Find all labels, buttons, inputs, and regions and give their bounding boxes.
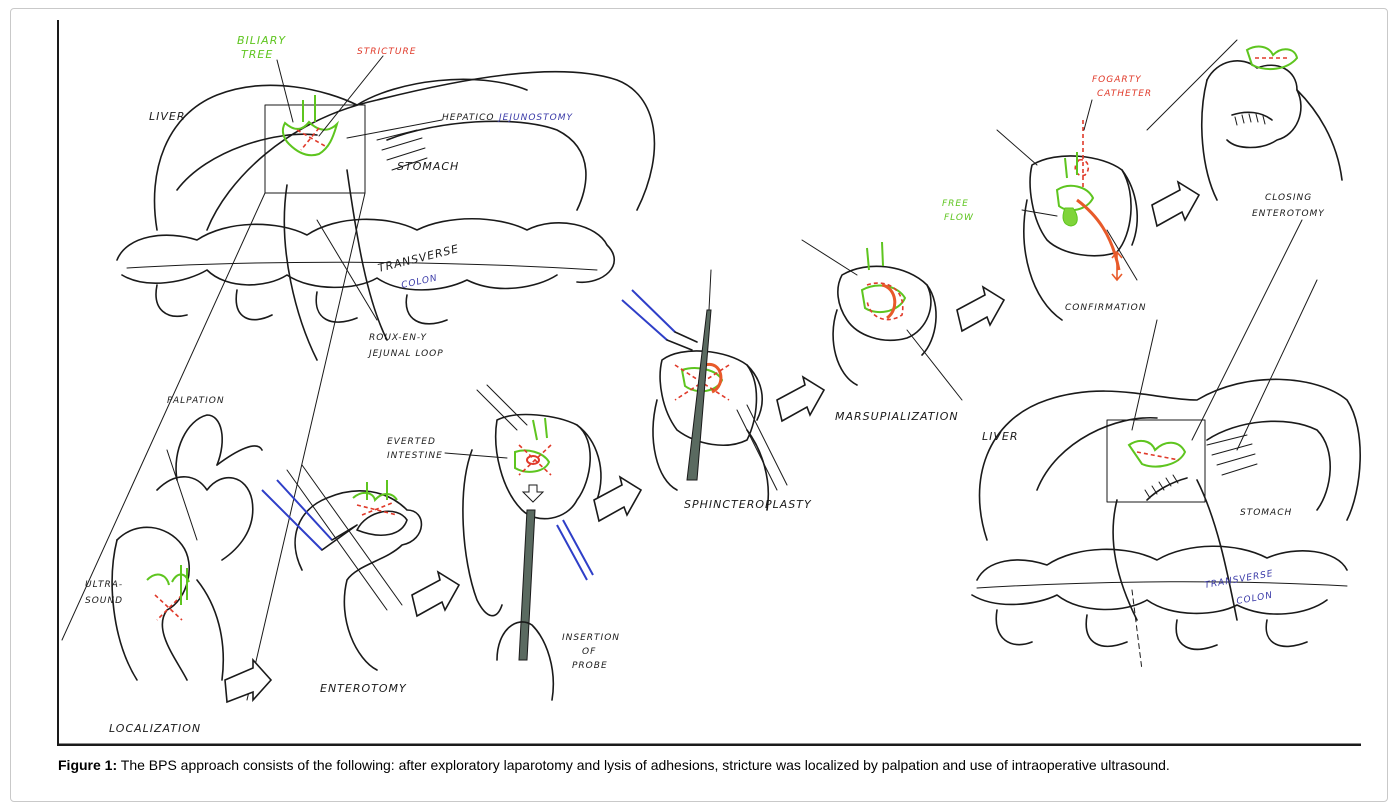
figure-caption: Figure 1: The BPS approach consists of t… <box>58 757 1358 773</box>
label-insertion-of: OF <box>582 647 596 657</box>
label-roux-2: JEJUNAL LOOP <box>367 349 444 359</box>
label-closing-2: ENTEROTOMY <box>1252 209 1325 219</box>
label-fogarty-2: CATHETER <box>1097 89 1152 99</box>
label-palpation: PALPATION <box>167 396 225 406</box>
label-free-flow-2: FLOW <box>944 213 974 223</box>
label-sphincteroplasty: SPHINCTEROPLASTY <box>684 498 812 511</box>
label-closing: CLOSING <box>1265 193 1312 203</box>
label-biliary-tree: BILIARY <box>237 34 286 47</box>
label-marsupialization: MARSUPIALIZATION <box>835 410 959 423</box>
arrow-to-marsupialization <box>777 377 824 421</box>
label-transverse-bottom: TRANSVERSE <box>1204 569 1275 591</box>
label-enterotomy: ENTEROTOMY <box>320 682 407 695</box>
label-ultrasound: ULTRA- <box>85 580 123 590</box>
caption-label: Figure 1: <box>58 757 117 773</box>
label-confirmation: CONFIRMATION <box>1065 303 1146 313</box>
label-free-flow: FREE <box>942 199 969 209</box>
label-everted: EVERTED <box>387 437 436 447</box>
label-stomach-bottom: STOMACH <box>1240 508 1292 518</box>
label-stomach-top: STOMACH <box>397 160 459 173</box>
label-ultrasound-2: SOUND <box>85 596 123 606</box>
anatomy-overview-bottom <box>972 379 1360 670</box>
arrow-to-closing <box>1152 182 1199 226</box>
label-localization: LOCALIZATION <box>109 722 201 735</box>
label-insertion: INSERTION <box>562 633 620 643</box>
label-stricture: STRICTURE <box>357 47 416 57</box>
step-localization <box>112 415 262 680</box>
label-liver-top: LIVER <box>149 110 186 123</box>
label-hepatico: HEPATICO <box>442 113 494 123</box>
arrow-to-insertion <box>412 572 459 616</box>
label-liver-bottom: LIVER <box>982 430 1019 443</box>
label-colon-top: COLON <box>401 273 439 290</box>
anatomy-overview-top <box>62 56 654 700</box>
label-jejunostomy: JEJUNOSTOMY <box>497 113 573 123</box>
surgical-diagram: BILIARY TREE STRICTURE LIVER HEPATICO JE… <box>57 20 1361 746</box>
arrow-to-confirmation <box>957 287 1004 331</box>
step-insertion-probe <box>463 385 601 700</box>
caption-text: The BPS approach consists of the followi… <box>117 757 1170 773</box>
step-confirmation <box>997 120 1137 320</box>
step-closing-enterotomy <box>1132 40 1342 450</box>
label-biliary-tree-2: TREE <box>241 48 273 61</box>
label-fogarty: FOGARTY <box>1092 75 1142 85</box>
label-roux: ROUX-EN-Y <box>369 333 428 343</box>
step-sphincteroplasty <box>622 270 787 510</box>
label-transverse-top: TRANSVERSE <box>377 242 461 275</box>
label-everted-2: INTESTINE <box>387 451 443 461</box>
label-insertion-probe: PROBE <box>572 661 608 671</box>
label-colon-bottom: COLON <box>1236 591 1274 607</box>
step-enterotomy <box>262 465 421 670</box>
step-marsupialization <box>802 240 962 400</box>
